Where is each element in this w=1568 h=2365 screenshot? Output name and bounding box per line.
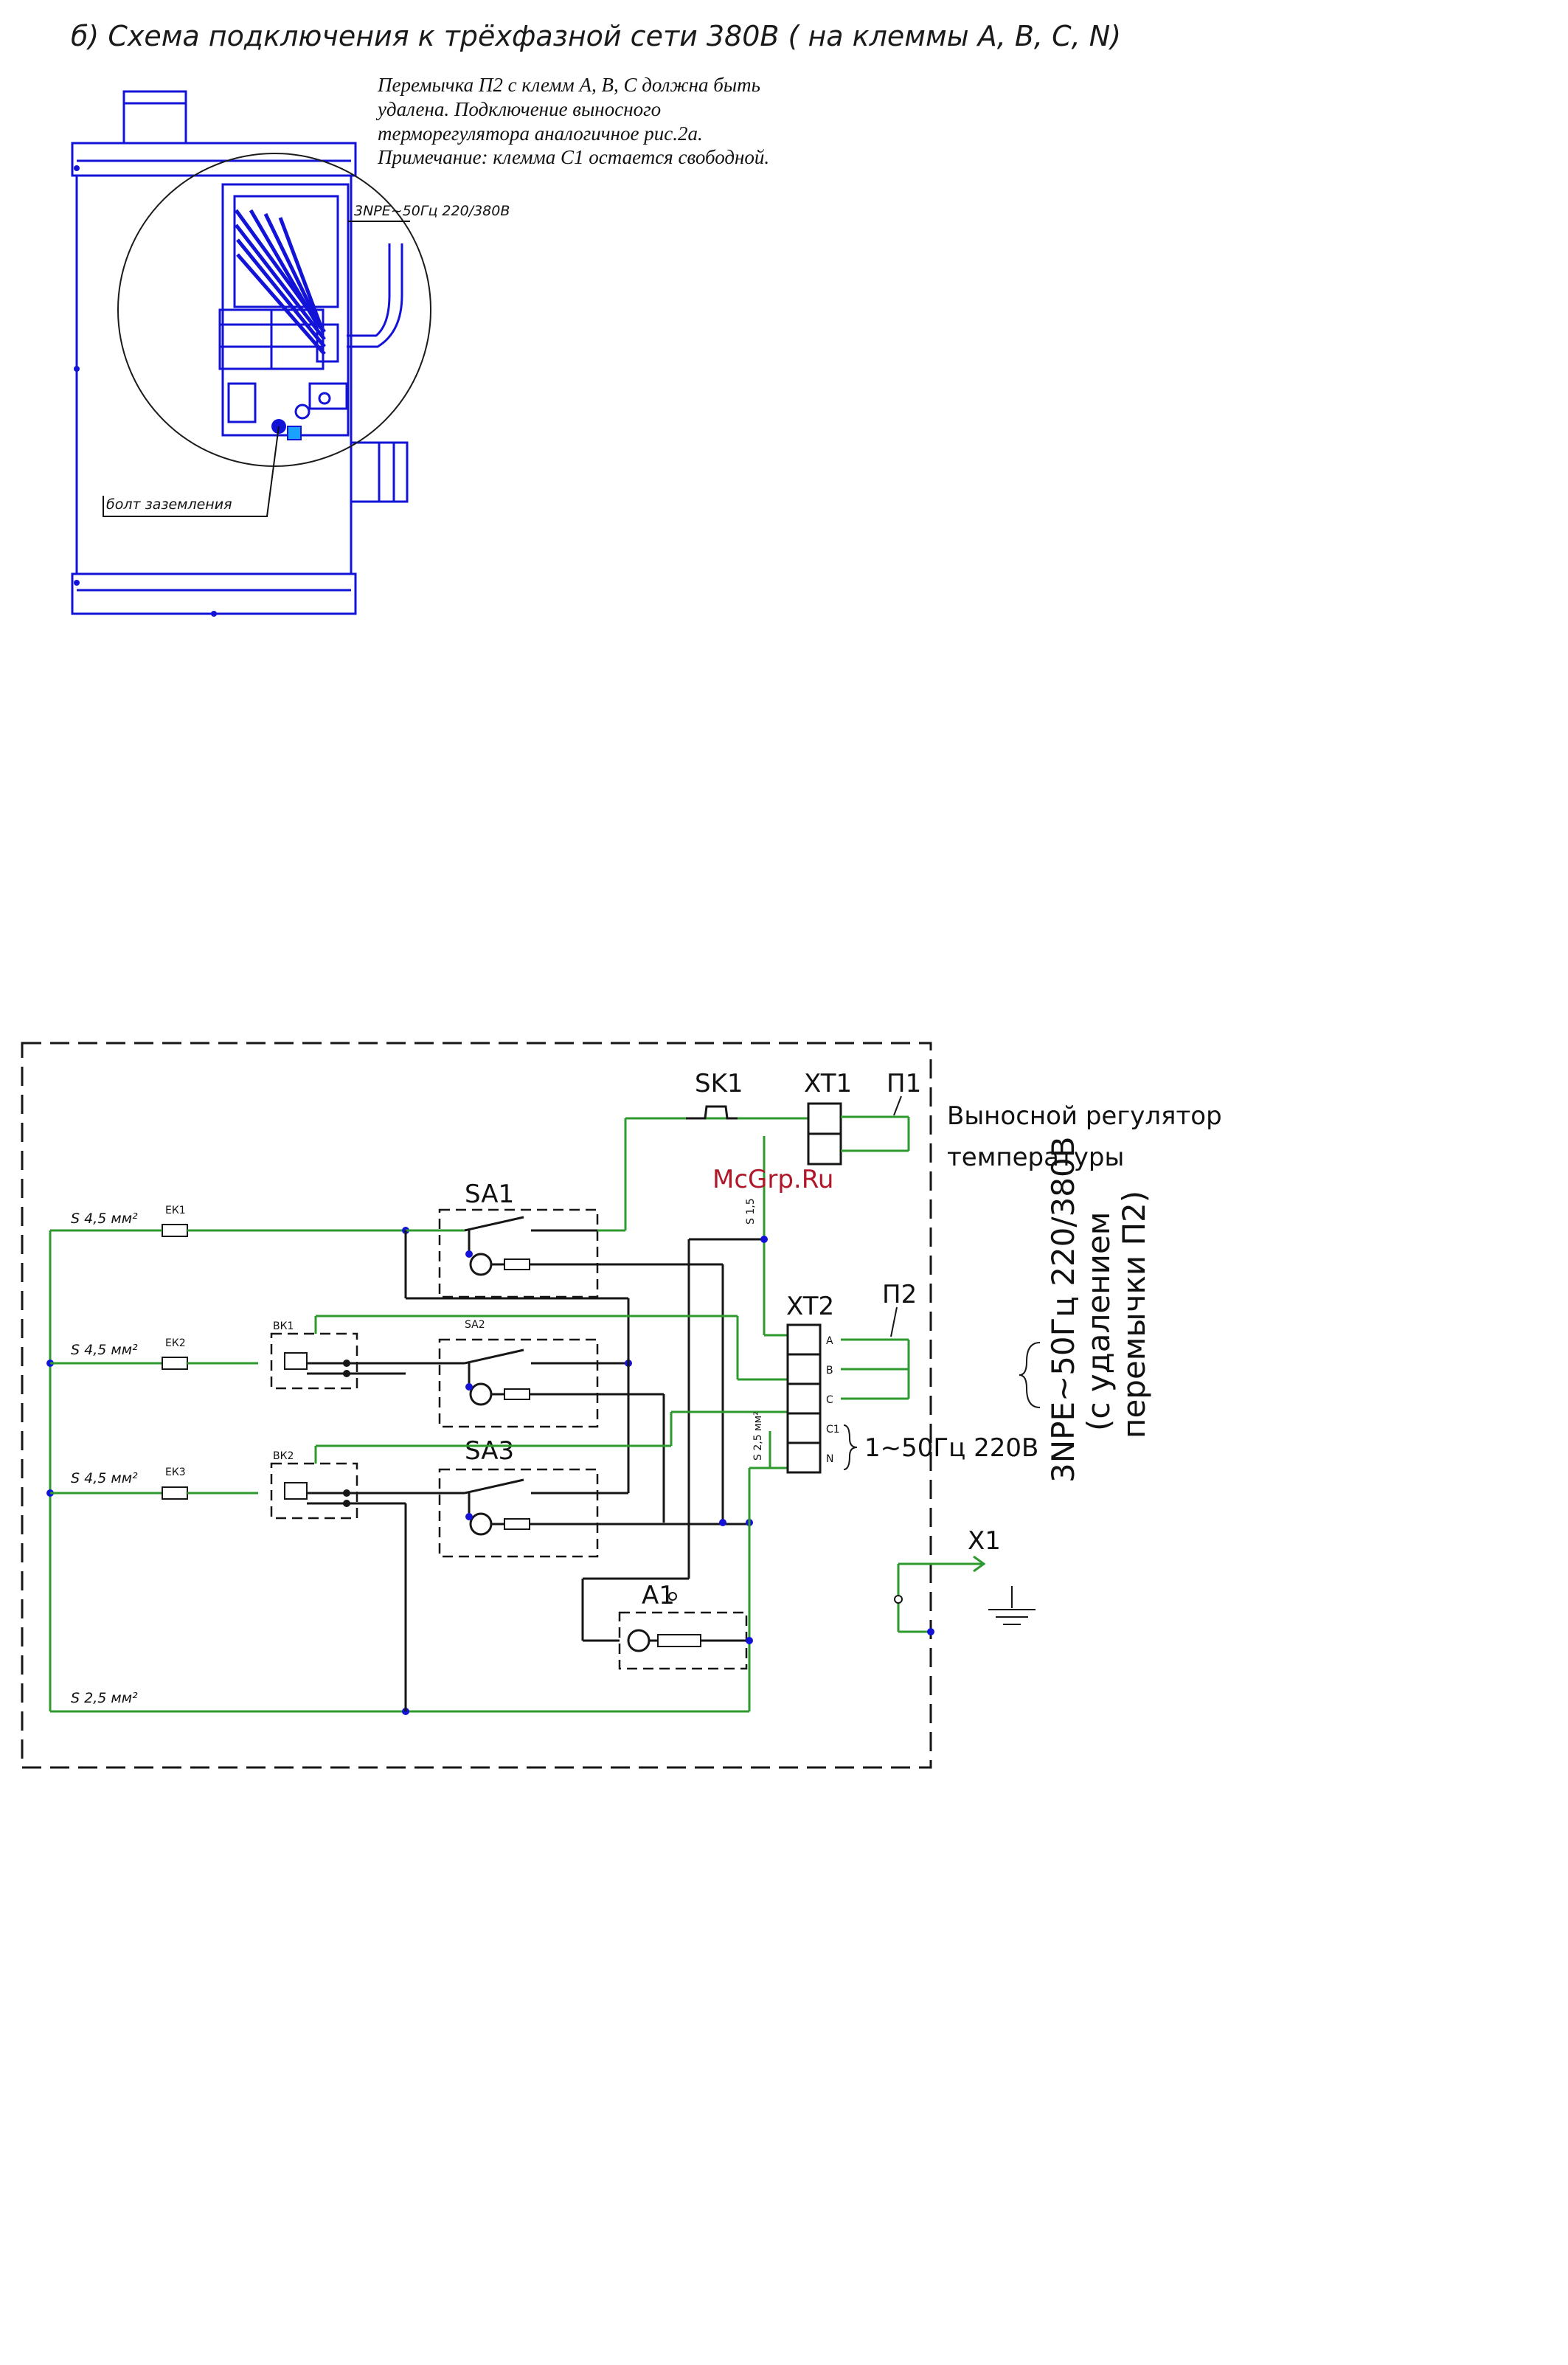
- xt2-terminal-b: B: [826, 1365, 833, 1377]
- terminal-xt2: XT2 A B C C1 N П2 1~50Гц 220В: [786, 1280, 1038, 1474]
- ground-bolt-label: болт заземления: [106, 496, 232, 513]
- remote-regulator-line-2: температуры: [947, 1143, 1124, 1172]
- p1-label: П1: [887, 1069, 921, 1098]
- xt2-terminal-c1: C1: [826, 1424, 840, 1436]
- sa2-label: SA2: [465, 1319, 485, 1331]
- note-line-1: Перемычка П2 с клемм А, В, С должна быть: [377, 74, 760, 96]
- ground-terminal-x1: X1: [894, 1526, 1035, 1635]
- note-line-4: Примечание: клемма С1 остается свободной…: [377, 146, 769, 168]
- note-line-3: терморегулятора аналогичное рис.2а.: [378, 122, 703, 145]
- enclosure-boundary: [21, 1042, 932, 1769]
- top-title: б) Схема подключения к трёхфазной сети 3…: [71, 20, 1121, 52]
- three-phase-label: 3NPE~50Гц 220/380В (с удалением перемычк…: [1019, 1137, 1152, 1483]
- xt2-terminal-n: N: [826, 1453, 833, 1465]
- top-drawing: б) Схема подключения к трёхфазной сети 3…: [71, 20, 1121, 617]
- xt2-terminal-c: C: [826, 1394, 833, 1406]
- vk2-label: ВК2: [273, 1450, 294, 1462]
- wire-label-s25b: S 2,5 мм²: [752, 1411, 764, 1461]
- ek3-label: ЕК3: [165, 1467, 186, 1478]
- boiler-body: [71, 90, 409, 617]
- detail-circle: [117, 153, 431, 467]
- switch-sa3: SA3: [369, 1436, 628, 1558]
- heater-ek3: S 4,5 мм² ЕК3: [50, 1467, 258, 1500]
- single-phase-label: 1~50Гц 220В: [864, 1433, 1038, 1463]
- xt2-terminal-a: A: [826, 1335, 833, 1347]
- remote-regulator-line-1: Выносной регулятор: [947, 1101, 1222, 1131]
- wire-label-s45-2: S 4,5 мм²: [71, 1342, 138, 1358]
- ground-bolt-callout: болт заземления: [103, 426, 280, 517]
- watermark: McGrp.Ru: [712, 1165, 833, 1194]
- indicator-a1: A1: [618, 1581, 753, 1670]
- xt1-label: XT1: [804, 1069, 852, 1098]
- x1-label: X1: [968, 1526, 1001, 1556]
- wire-label-s15: S 1,5: [745, 1198, 757, 1225]
- electrical-panel: [218, 183, 350, 440]
- sk1-label: SK1: [695, 1069, 743, 1098]
- three-phase-line-3: перемычки П2): [1116, 1191, 1152, 1438]
- vk1-label: ВК1: [273, 1320, 294, 1332]
- wire-label-s45-1: S 4,5 мм²: [71, 1211, 138, 1227]
- terminal-xt1: XT1 П1: [804, 1069, 921, 1166]
- sa1-label: SA1: [465, 1180, 514, 1209]
- supply-label: 3NPE~50Гц 220/380В: [354, 203, 510, 219]
- switch-sa2: SA2: [369, 1319, 632, 1428]
- three-phase-line-2: (с удалением: [1080, 1212, 1117, 1431]
- wire-label-s45-3: S 4,5 мм²: [71, 1470, 138, 1486]
- installation-note: Перемычка П2 с клемм А, В, С должна быть…: [375, 74, 769, 168]
- relay-vk1: ВК1: [270, 1316, 369, 1390]
- note-line-2: удалена. Подключение выносного: [375, 98, 661, 120]
- wire-label-s25: S 2,5 мм²: [71, 1690, 138, 1706]
- relay-vk2: ВК2: [270, 1446, 369, 1520]
- a1-label: A1: [642, 1581, 675, 1610]
- p2-label: П2: [882, 1280, 917, 1309]
- heater-ek1: S 4,5 мм² ЕК1: [50, 1205, 409, 1237]
- sa3-label: SA3: [465, 1436, 514, 1466]
- ek2-label: ЕК2: [165, 1337, 186, 1349]
- thermostat-sk1: SK1: [686, 1069, 743, 1120]
- xt2-label: XT2: [786, 1292, 834, 1321]
- heater-ek2: S 4,5 мм² ЕК2: [50, 1337, 258, 1370]
- ek1-label: ЕК1: [165, 1205, 186, 1216]
- switch-sa1: SA1: [406, 1180, 599, 1298]
- three-phase-line-1: 3NPE~50Гц 220/380В: [1045, 1137, 1081, 1483]
